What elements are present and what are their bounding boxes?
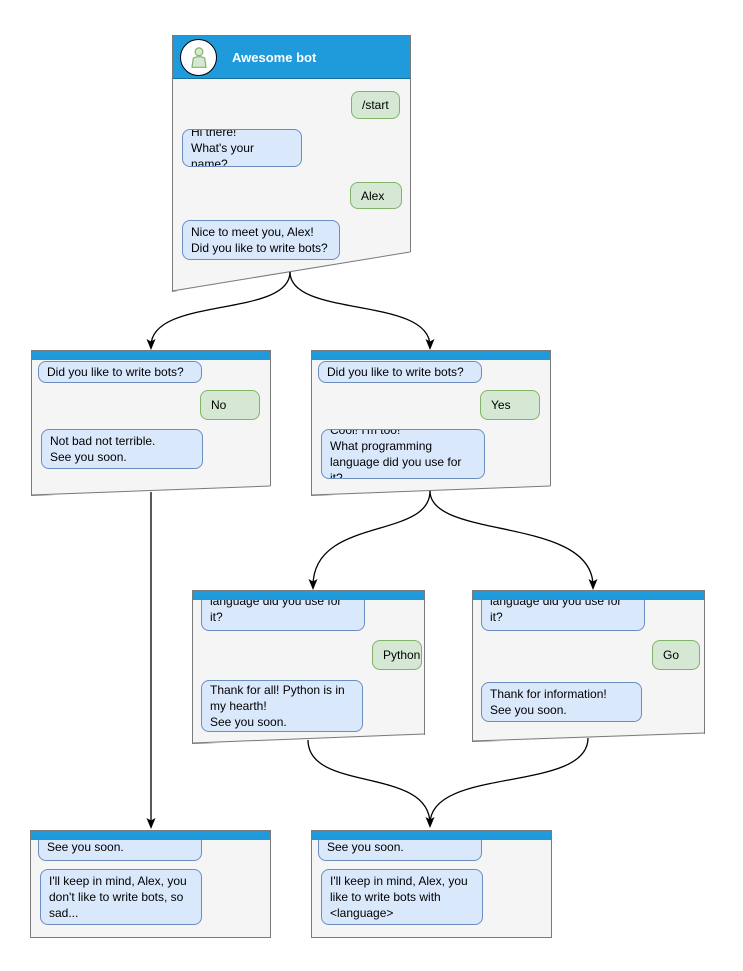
bot-message-context-yes: Did you like to write bots?: [318, 361, 482, 383]
main-window-titlebar: Awesome bot: [172, 35, 411, 79]
bot-message-question: Nice to meet you, Alex! Did you like to …: [182, 220, 340, 260]
bot-message-reply-final-yes: I'll keep in mind, Alex, you like to wri…: [321, 869, 483, 925]
bot-message-reply-final-no: I'll keep in mind, Alex, you don't like …: [40, 869, 202, 925]
bot-message-context-no: Did you like to write bots?: [38, 361, 202, 383]
bot-message-reply-yes: Cool! I'm too! What programming language…: [321, 429, 485, 479]
branch-yes-titlebar: [311, 350, 551, 360]
bot-message-reply-no: Not bad not terrible. See you soon.: [41, 429, 203, 469]
connector-python-to-final-yes: [307, 739, 431, 825]
python-window-titlebar: [192, 590, 425, 600]
connector-yes-to-go: [429, 490, 594, 587]
go-window-titlebar: [472, 590, 705, 600]
user-message-go: Go: [652, 640, 700, 670]
person-icon: [190, 47, 207, 68]
connector-go-to-final-yes: [429, 737, 589, 825]
bot-avatar: [180, 38, 217, 76]
bot-message-reply-go: Thank for information! See you soon.: [481, 682, 642, 722]
final-no-titlebar: [30, 830, 271, 840]
bot-message-reply-python: Thank for all! Python is in my hearth! S…: [201, 680, 363, 732]
user-message-start: /start: [351, 91, 400, 119]
branch-no-titlebar: [31, 350, 271, 360]
user-message-python: Python: [372, 640, 422, 670]
user-message-no: No: [200, 390, 260, 420]
connector-yes-to-python: [312, 490, 431, 587]
final-yes-titlebar: [311, 830, 552, 840]
connector-main-to-yes: [289, 271, 431, 347]
user-message-name: Alex: [350, 182, 402, 209]
user-message-yes: Yes: [480, 390, 540, 420]
bot-message-greeting: Hi there! What's your name?: [182, 129, 302, 167]
main-window-title: Awesome bot: [232, 49, 317, 65]
